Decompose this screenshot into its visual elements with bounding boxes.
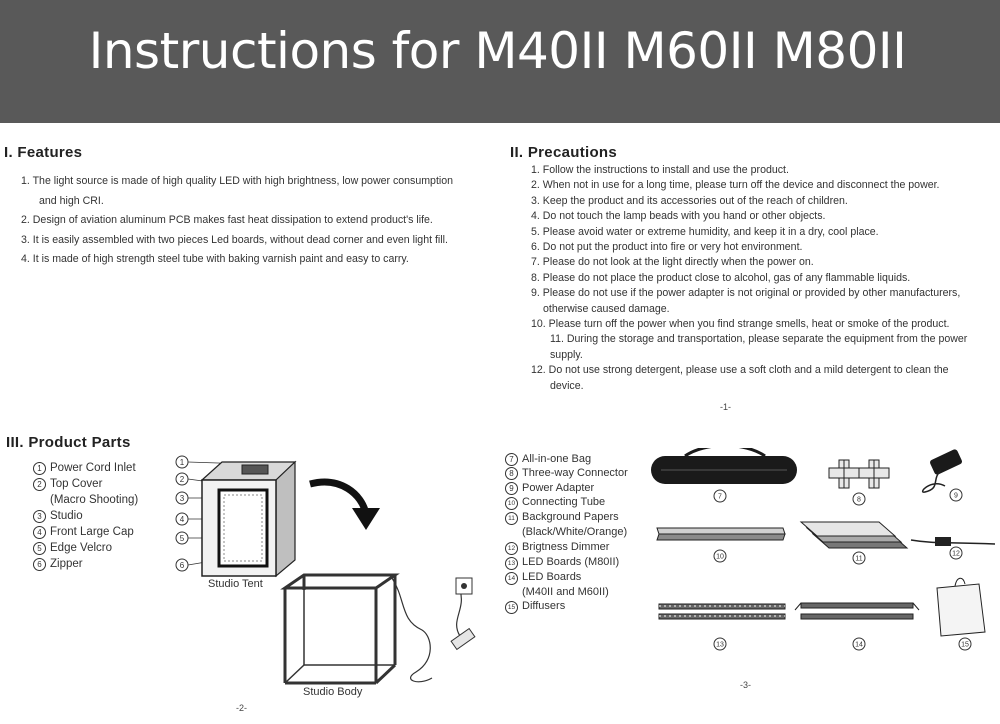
number-badge: 1 bbox=[33, 462, 46, 475]
list-item: and high CRI. bbox=[39, 194, 104, 207]
callout-1: 1 bbox=[180, 458, 185, 467]
list-item: 12. Do not use strong detergent, please … bbox=[531, 364, 949, 377]
list-item: 1. Follow the instructions to install an… bbox=[531, 164, 789, 176]
part-item: (Macro Shooting) bbox=[50, 494, 139, 506]
callout-9: 9 bbox=[954, 493, 958, 500]
callout-15: 15 bbox=[961, 642, 969, 649]
list-item: 4. It is made of high strength steel tub… bbox=[21, 253, 409, 265]
callout-11: 11 bbox=[855, 556, 862, 563]
papers-drawing bbox=[799, 521, 909, 549]
callout-10: 10 bbox=[716, 554, 724, 561]
list-item: otherwise caused damage. bbox=[543, 302, 670, 315]
callout-6: 6 bbox=[180, 561, 185, 570]
diffuser-drawing bbox=[936, 577, 986, 637]
precautions-heading: II. Precautions bbox=[510, 144, 618, 161]
part-item: (M40II and M60II) bbox=[522, 585, 609, 598]
adapter-drawing bbox=[922, 449, 962, 493]
led-board-m40-m60-drawing bbox=[794, 602, 920, 620]
features-heading: I. Features bbox=[4, 144, 83, 161]
connector-drawing bbox=[828, 459, 890, 489]
callout-2: 2 bbox=[180, 475, 185, 484]
list-item: 3. It is easily assembled with two piece… bbox=[21, 233, 448, 246]
list-item: 6. Do not put the product into fire or v… bbox=[531, 241, 803, 254]
callout-13: 13 bbox=[716, 642, 724, 649]
number-badge: 2 bbox=[33, 478, 46, 491]
accessories-illustration: 7 8 9 10 11 12 13 14 15 bbox=[651, 448, 996, 651]
callout-12: 12 bbox=[952, 551, 960, 558]
callout-4: 4 bbox=[180, 515, 185, 524]
list-item: 8. Please do not place the product close… bbox=[531, 271, 911, 284]
number-badge: 4 bbox=[33, 526, 46, 539]
list-item: 2. When not in use for a long time, plea… bbox=[531, 179, 940, 192]
callout-8: 8 bbox=[857, 497, 861, 504]
page-number: -2- bbox=[236, 703, 247, 713]
bag-drawing bbox=[651, 448, 797, 484]
list-item: 11. During the storage and transportatio… bbox=[550, 333, 968, 346]
dimmer-drawing bbox=[910, 537, 996, 546]
callout-3: 3 bbox=[180, 494, 185, 503]
list-item: 9. Please do not use if the power adapte… bbox=[531, 287, 961, 300]
list-item: device. bbox=[550, 379, 584, 392]
led-board-m80-drawing bbox=[658, 603, 786, 620]
number-badge: 6 bbox=[33, 558, 46, 571]
list-item: 3. Keep the product and its accessories … bbox=[531, 194, 848, 207]
part-item: (Black/White/Orange) bbox=[522, 526, 628, 539]
list-item: supply. bbox=[550, 348, 583, 361]
studio-tent-drawing bbox=[200, 460, 297, 578]
product-parts-heading: III. Product Parts bbox=[6, 434, 131, 451]
features-list: 1. The light source is made of high qual… bbox=[21, 172, 453, 270]
studio-body-label: Studio Body bbox=[303, 686, 363, 698]
callout-7: 7 bbox=[718, 494, 722, 501]
studio-tent-label: Studio Tent bbox=[208, 578, 263, 590]
list-item: 2. Design of aviation aluminum PCB makes… bbox=[21, 214, 433, 226]
tube-drawing bbox=[656, 527, 786, 541]
list-item: 1. The light source is made of high qual… bbox=[21, 175, 454, 187]
page-number: -3- bbox=[740, 680, 751, 690]
number-badge: 5 bbox=[33, 542, 46, 555]
callout-5: 5 bbox=[180, 534, 185, 543]
studio-illustration: 1 2 3 4 5 6 bbox=[175, 455, 476, 685]
studio-body-drawing bbox=[280, 573, 400, 685]
list-item: 5. Please avoid water or extreme humidit… bbox=[531, 225, 879, 238]
list-item: 4. Do not touch the lamp beads with you … bbox=[531, 210, 826, 223]
page-number: -1- bbox=[720, 402, 731, 412]
page-title: Instructions for M40II M60II M80II bbox=[88, 22, 907, 80]
title-banner: Instructions for M40II M60II M80II bbox=[0, 0, 1000, 123]
callout-14: 14 bbox=[855, 642, 863, 649]
precautions-list: 1. Follow the instructions to install an… bbox=[531, 163, 967, 394]
number-badge: 3 bbox=[33, 510, 46, 523]
list-item: 7. Please do not look at the light direc… bbox=[531, 256, 814, 269]
list-item: 10. Please turn off the power when you f… bbox=[531, 318, 950, 331]
